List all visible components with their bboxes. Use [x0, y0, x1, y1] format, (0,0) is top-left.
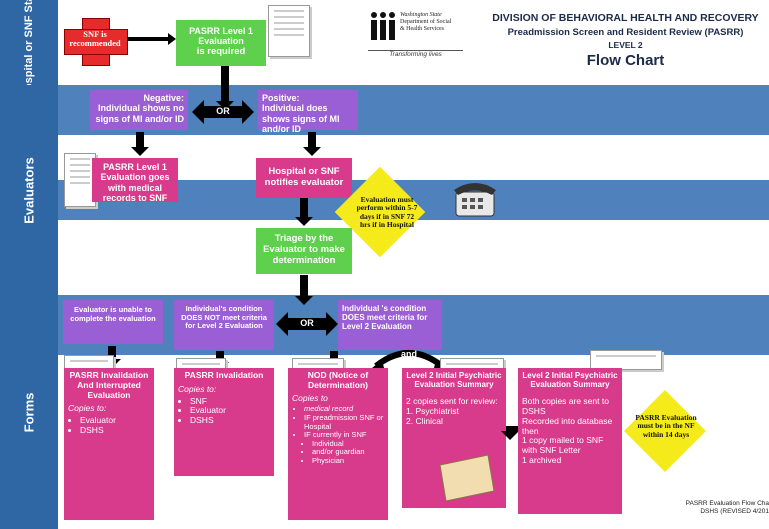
lane-label-staff: Hospital or SNF Staff — [0, 0, 58, 98]
document-thumbnail — [64, 153, 96, 207]
level1-goes-box: PASRR Level 1 Evaluation goes with medic… — [92, 158, 178, 203]
arrow-down — [295, 198, 313, 226]
people-icon — [371, 12, 395, 40]
form-level2-summary-dshs: Level 2 Initial Psychiatric Evaluation S… — [518, 368, 622, 514]
nf-diamond-text: PASRR Evaluation must be in the NF withi… — [635, 413, 697, 439]
division-heading: DIVISION OF BEHAVIORAL HEALTH AND RECOVE… — [492, 12, 759, 24]
arrow-right — [127, 37, 171, 41]
lane-label-forms: Forms — [0, 295, 58, 529]
form-invalidation-interrupted: PASRR Invalidation And Interrupted Evalu… — [64, 368, 154, 520]
footer-line1: PASRR Evaluation Flow Cha — [685, 500, 769, 507]
or-arrow: OR — [192, 100, 254, 124]
or-label: OR — [216, 106, 230, 116]
arrow-down — [131, 132, 149, 156]
arrow-down — [216, 66, 234, 110]
level-label: LEVEL 2 — [608, 40, 643, 50]
document-thumbnail — [268, 5, 310, 57]
unable-box: Evaluator is unable to complete the eval… — [63, 300, 163, 344]
notifies-evaluator-box: Hospital or SNF notifies evaluator — [256, 158, 352, 198]
triage-box: Triage by the Evaluator to make determin… — [256, 228, 352, 274]
negative-box: Negative: Individual shows no signs of M… — [90, 90, 188, 130]
and-connector: and — [372, 346, 446, 369]
phone-icon — [452, 178, 498, 218]
does-meet-box: Individual 's condition DOES meet criter… — [338, 300, 442, 350]
arrow-down — [303, 132, 321, 156]
or-label: OR — [300, 318, 314, 328]
document-thumbnail — [590, 350, 662, 370]
logo-line1: Washington State — [400, 12, 442, 18]
form-invalidation: PASRR Invalidation Copies to: SNF Evalua… — [174, 368, 274, 476]
does-not-meet-box: Individual's condition DOES NOT meet cri… — [174, 300, 274, 350]
or-arrow: OR — [276, 312, 338, 336]
envelope-icon — [436, 454, 496, 502]
level1-required-box: PASRR Level 1 Evaluation is required — [176, 20, 266, 66]
and-label: and — [400, 349, 417, 359]
lane-label-evaluators: Evaluators — [0, 85, 58, 295]
page-title: Flow Chart — [586, 52, 665, 69]
form-nod: NOD (Notice of Determination) Copies to … — [288, 368, 388, 520]
positive-box: Positive: Individual does shows signs of… — [258, 90, 358, 134]
arrow-head — [168, 33, 176, 45]
arrow-right-connector — [501, 426, 520, 440]
dshs-logo: Washington State Department of Social & … — [368, 10, 468, 60]
lane-stripe — [58, 220, 769, 295]
arrow-down — [295, 275, 313, 305]
logo-tagline: Transforming lives — [368, 50, 463, 58]
pasrr-subtitle: Preadmission Screen and Resident Review … — [507, 27, 744, 38]
timing-diamond-text: Evaluation must perform within 5-7 days … — [356, 195, 418, 229]
snf-recommended-text: SNF is recommended — [69, 29, 121, 49]
logo-line3: & Health Services — [400, 26, 444, 33]
footer-line2: DSHS (REVISED 4/201 — [700, 507, 769, 515]
logo-line2: Department of Social — [400, 19, 452, 26]
red-cross-icon: SNF is recommended — [64, 18, 128, 66]
